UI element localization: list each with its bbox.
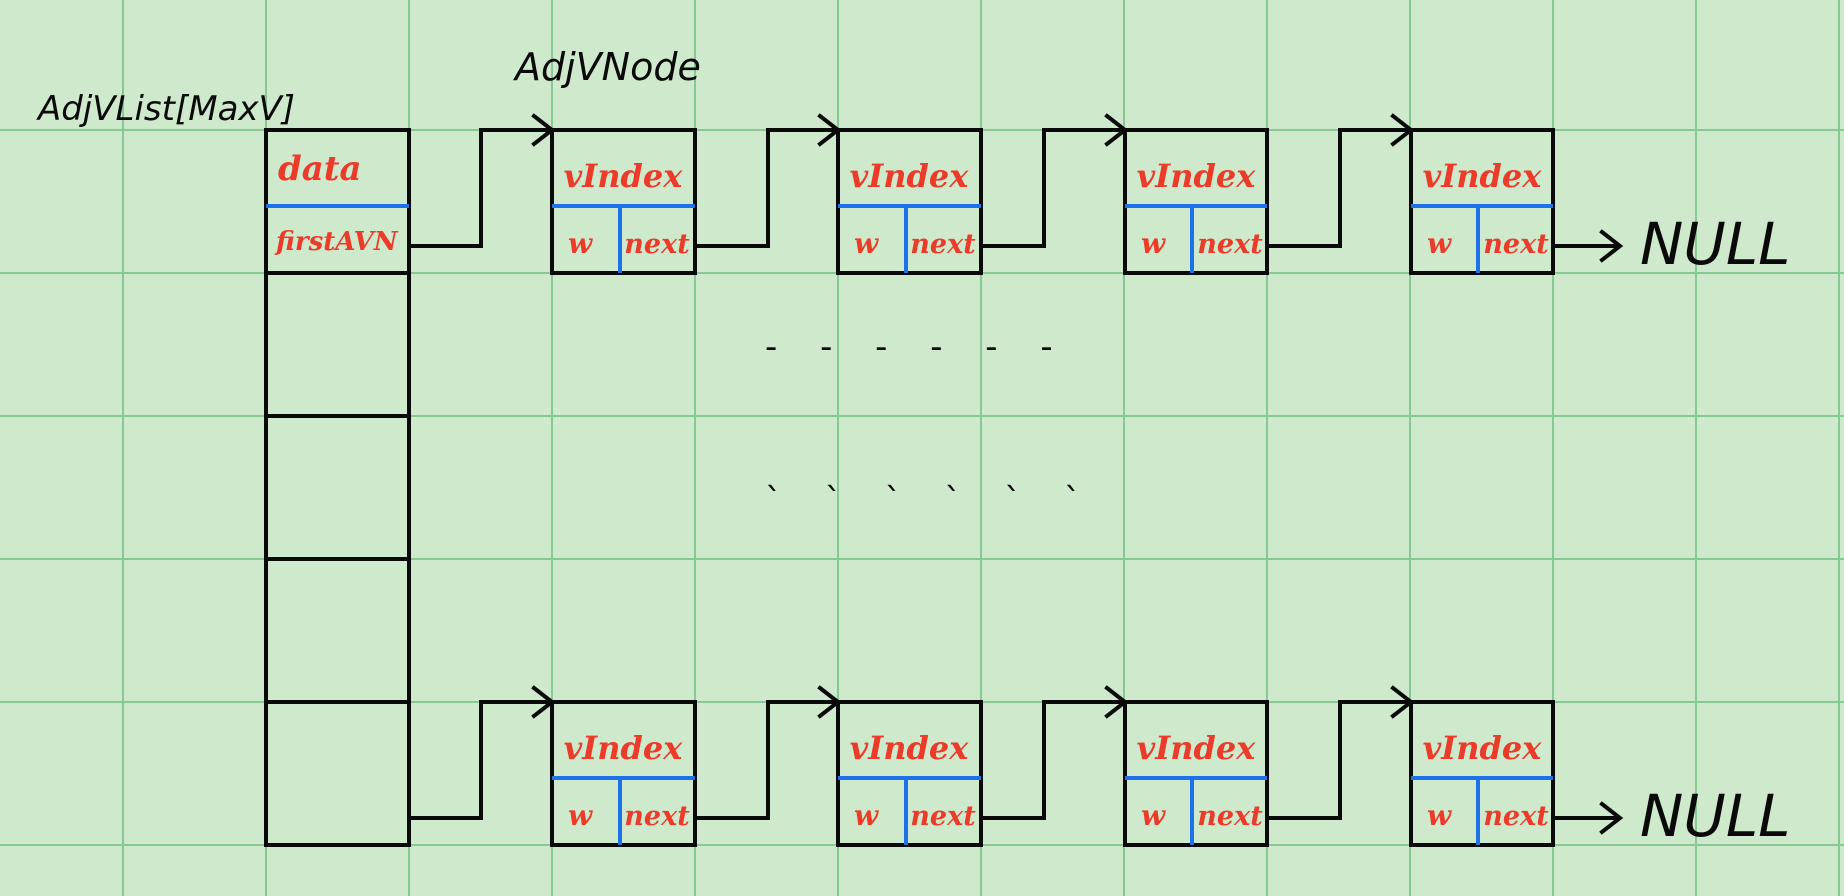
node-vindex: vIndex xyxy=(1423,729,1543,767)
arrow-head xyxy=(1599,229,1624,263)
ellipsis-row-1: - - - - - - xyxy=(765,327,1069,367)
node-frame xyxy=(550,700,697,847)
node-next: next xyxy=(910,801,976,832)
link-arrow xyxy=(693,700,838,820)
adj-node: vIndex w next xyxy=(1409,128,1555,275)
node-frame xyxy=(1409,128,1555,275)
node-vindex: vIndex xyxy=(850,157,970,195)
node-next: next xyxy=(1197,229,1263,260)
node-frame xyxy=(836,128,983,275)
link-arrow xyxy=(693,128,838,248)
link-arrow xyxy=(1265,128,1411,248)
node-vindex: vIndex xyxy=(1137,729,1257,767)
arrow-head xyxy=(1599,801,1624,835)
head-data-field: data xyxy=(278,149,362,189)
null-label-row1: NULL xyxy=(1640,210,1790,278)
head-array-frame xyxy=(264,128,411,847)
head-first-field: firstAVN xyxy=(274,227,399,257)
adj-node: vIndex w next xyxy=(1409,700,1555,847)
adj-node: vIndex w next xyxy=(1123,700,1269,847)
link-arrow xyxy=(979,128,1125,248)
link-arrow xyxy=(407,700,552,820)
node-next: next xyxy=(624,801,690,832)
node-weight: w xyxy=(854,227,879,260)
head-array: data firstAVN xyxy=(264,128,411,847)
node-vindex: vIndex xyxy=(564,729,684,767)
ellipsis-row-2: ` ` ` ` ` ` xyxy=(765,481,1097,521)
array-label: AdjVList[MaxV] xyxy=(36,89,295,129)
node-frame xyxy=(1409,700,1555,847)
link-arrow xyxy=(1265,700,1411,820)
adj-node: vIndex w next xyxy=(836,700,983,847)
null-label-row2: NULL xyxy=(1640,782,1790,850)
node-weight: w xyxy=(568,227,593,260)
node-next: next xyxy=(910,229,976,260)
node-weight: w xyxy=(1427,799,1452,832)
link-arrow xyxy=(407,128,552,248)
node-weight: w xyxy=(1141,227,1166,260)
node-weight: w xyxy=(1141,799,1166,832)
node-next: next xyxy=(1483,229,1549,260)
node-weight: w xyxy=(568,799,593,832)
adj-node: vIndex w next xyxy=(1123,128,1269,275)
node-weight: w xyxy=(1427,227,1452,260)
node-vindex: vIndex xyxy=(564,157,684,195)
node-vindex: vIndex xyxy=(1423,157,1543,195)
link-arrow xyxy=(979,700,1125,820)
adj-node: vIndex w next xyxy=(550,128,697,275)
node-frame xyxy=(1123,700,1269,847)
node-frame xyxy=(550,128,697,275)
node-frame xyxy=(1123,128,1269,275)
adj-node: vIndex w next xyxy=(550,700,697,847)
node-next: next xyxy=(1483,801,1549,832)
node-vindex: vIndex xyxy=(1137,157,1257,195)
node-label: AdjVNode xyxy=(512,45,701,89)
node-weight: w xyxy=(854,799,879,832)
node-next: next xyxy=(1197,801,1263,832)
node-vindex: vIndex xyxy=(850,729,970,767)
node-frame xyxy=(836,700,983,847)
adj-node: vIndex w next xyxy=(836,128,983,275)
node-next: next xyxy=(624,229,690,260)
